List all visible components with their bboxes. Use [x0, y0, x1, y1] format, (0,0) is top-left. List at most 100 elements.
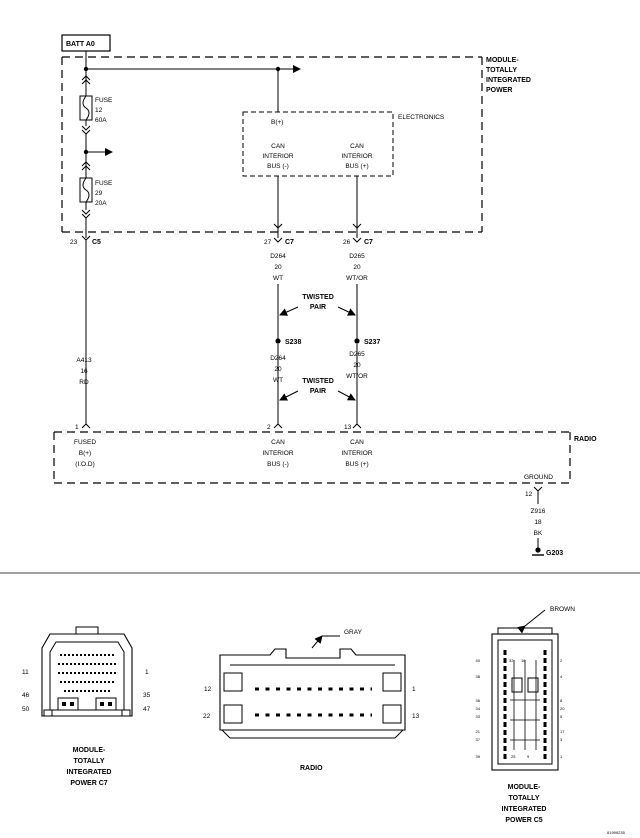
radio-pin-1-symbol	[81, 423, 91, 429]
twisted-pair-label-lower: TWISTED PAIR	[302, 378, 334, 395]
svg-text:21: 21	[476, 729, 481, 734]
svg-text:39: 39	[476, 754, 481, 759]
radio-view-pin-1: 1	[412, 686, 416, 693]
svg-text:CAN: CAN	[350, 143, 364, 150]
svg-text:25: 25	[511, 754, 516, 759]
svg-text:32: 32	[509, 658, 514, 663]
svg-text:PAIR: PAIR	[310, 304, 326, 311]
c5-view-caption: MODULE- TOTALLY INTEGRATED POWER C5	[502, 784, 547, 824]
c7-label-b: C7	[364, 239, 373, 246]
svg-text:TWISTED: TWISTED	[302, 378, 334, 385]
tipm-can-plus-label: CAN INTERIOR BUS (+)	[341, 143, 372, 170]
svg-text:TOTALLY: TOTALLY	[509, 795, 540, 802]
radio-pin-1: 1	[75, 424, 79, 431]
svg-text:20: 20	[560, 706, 565, 711]
svg-text:D264: D264	[270, 355, 286, 362]
svg-text:MODULE-: MODULE-	[73, 747, 106, 754]
svg-text:B(+): B(+)	[79, 450, 91, 457]
svg-text:60A: 60A	[95, 117, 107, 124]
wire-a413-label: A413 16 RD	[76, 357, 92, 386]
wire-z916-label: Z916 18 BK	[531, 508, 546, 537]
c7-view-pin-47: 47	[143, 706, 151, 713]
svg-text:TOTALLY: TOTALLY	[74, 758, 105, 765]
svg-text:INTERIOR: INTERIOR	[341, 153, 372, 160]
radio-can-plus-label: CAN INTERIOR BUS (+)	[341, 439, 372, 468]
radio-view-caption: RADIO	[300, 765, 323, 772]
wire-d265-bottom-label: D265 20 WT/OR	[346, 351, 368, 380]
svg-text:POWER C7: POWER C7	[70, 780, 107, 787]
svg-text:TOTALLY: TOTALLY	[486, 67, 517, 74]
radio-pin-2-symbol	[273, 423, 283, 429]
svg-text:33: 33	[476, 714, 481, 719]
svg-text:D264: D264	[270, 253, 286, 260]
splice-s237-dot	[354, 338, 360, 344]
radio-view-pin-22: 22	[203, 713, 211, 720]
svg-text:17: 17	[560, 729, 565, 734]
svg-text:TWISTED: TWISTED	[302, 294, 334, 301]
svg-text:A413: A413	[76, 357, 92, 364]
svg-text:18: 18	[534, 519, 542, 526]
c5-pin-number: 23	[70, 239, 78, 246]
svg-text:INTEGRATED: INTEGRATED	[486, 77, 531, 84]
c5-view-pins-right: 2 4 8 20 5 17 3 1	[560, 658, 565, 759]
ground-g203-label: G203	[546, 550, 563, 557]
svg-text:36: 36	[476, 698, 481, 703]
tipm-title: MODULE- TOTALLY INTEGRATED POWER	[486, 57, 531, 94]
svg-text:D265: D265	[349, 351, 365, 358]
svg-text:INTEGRATED: INTEGRATED	[67, 769, 112, 776]
wire-d265-top-label: D265 20 WT/OR	[346, 253, 368, 282]
c5-view-color-label: BROWN	[550, 606, 575, 613]
svg-text:INTERIOR: INTERIOR	[262, 153, 293, 160]
svg-text:29: 29	[95, 190, 103, 197]
svg-text:INTEGRATED: INTEGRATED	[502, 806, 547, 813]
svg-text:BUS (-): BUS (-)	[267, 163, 289, 170]
svg-text:MODULE-: MODULE-	[508, 784, 541, 791]
batt-a0-label: BATT A0	[66, 41, 95, 48]
ground-g203-dot	[535, 547, 541, 553]
svg-text:20: 20	[353, 264, 361, 271]
connector-c7-27-symbol	[273, 237, 283, 243]
wire-d264-bottom-label: D264 20 WT	[270, 355, 286, 384]
tipm-module-box	[61, 56, 483, 233]
svg-text:20: 20	[274, 366, 282, 373]
radio-pin-13: 13	[344, 424, 352, 431]
svg-text:FUSED: FUSED	[74, 439, 96, 446]
svg-text:38: 38	[476, 674, 481, 679]
radio-ground-label: GROUND	[524, 474, 553, 481]
svg-text:34: 34	[476, 706, 481, 711]
svg-text:Z916: Z916	[531, 508, 546, 515]
wire-d264-top-label: D264 20 WT	[270, 253, 286, 282]
svg-text:BUS (+): BUS (+)	[345, 461, 368, 468]
svg-text:3: 3	[560, 737, 563, 742]
svg-text:WT: WT	[273, 275, 283, 282]
fuse-12-label: FUSE 12 60A	[95, 97, 113, 124]
svg-text:12: 12	[95, 107, 103, 114]
svg-text:20: 20	[353, 362, 361, 369]
svg-text:POWER: POWER	[486, 87, 512, 94]
svg-text:16: 16	[521, 658, 526, 663]
svg-text:8: 8	[560, 698, 563, 703]
connector-view-radio	[219, 648, 406, 739]
svg-text:16: 16	[80, 368, 88, 375]
svg-text:2: 2	[560, 658, 563, 663]
radio-fused-bplus-label: FUSED B(+) (I.O.D)	[74, 439, 96, 468]
connector-view-c5	[491, 627, 559, 771]
svg-text:BUS (-): BUS (-)	[267, 461, 289, 468]
svg-text:CAN: CAN	[271, 143, 285, 150]
c7-view-pin-46: 46	[22, 692, 30, 699]
radio-pin-12-symbol	[533, 486, 543, 492]
c5-connector-label: C5	[92, 239, 101, 246]
svg-text:INTERIOR: INTERIOR	[341, 450, 372, 457]
twisted-pair-label-upper: TWISTED PAIR	[302, 294, 334, 311]
svg-text:BUS (+): BUS (+)	[345, 163, 368, 170]
svg-text:CAN: CAN	[350, 439, 364, 446]
radio-pin-13-symbol	[352, 423, 362, 429]
radio-pin-2: 2	[267, 424, 271, 431]
fuse-29-label: FUSE 29 20A	[95, 180, 113, 207]
c7-view-pin-11: 11	[22, 669, 29, 676]
c7-label-a: C7	[285, 239, 294, 246]
svg-text:(I.O.D): (I.O.D)	[75, 461, 95, 468]
svg-text:MODULE-: MODULE-	[486, 57, 519, 64]
svg-text:9: 9	[527, 754, 530, 759]
